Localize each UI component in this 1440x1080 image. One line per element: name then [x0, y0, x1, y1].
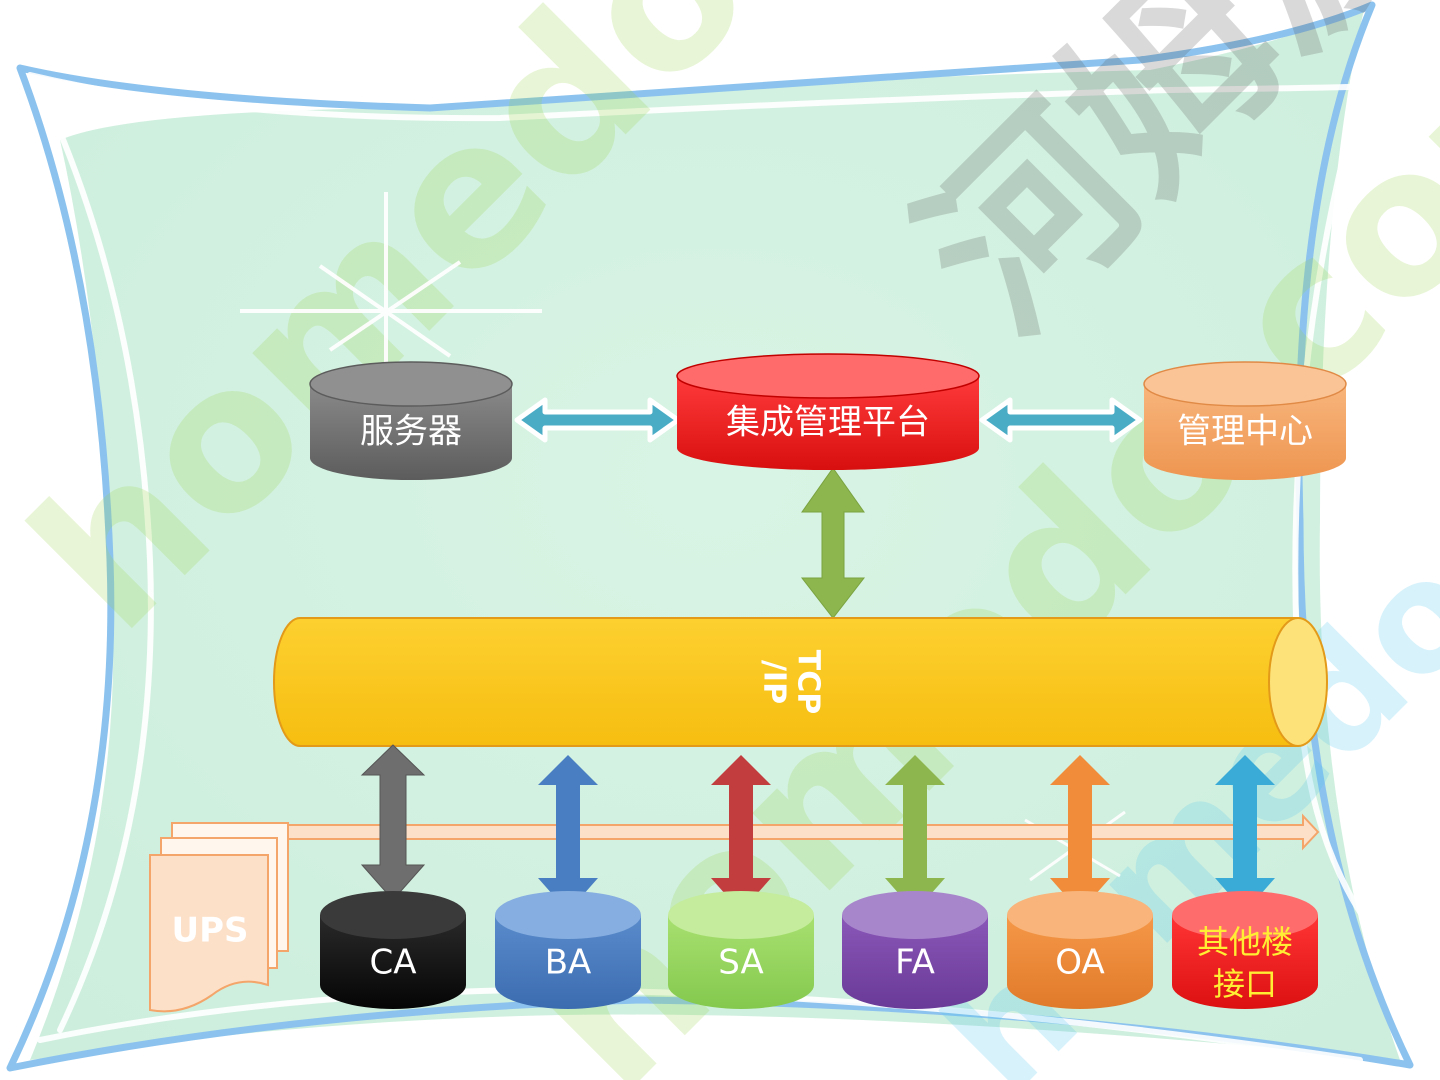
link-ba-bus [538, 755, 598, 912]
ups-document-stack: UPS [149, 822, 289, 1013]
frame-outer-line [6, 1, 1414, 1072]
node-sa[interactable]: SA [668, 891, 814, 1009]
tcp-ip-bus: TCP /IP [273, 617, 1328, 747]
node-ca-label: CA [370, 943, 417, 983]
link-sa-bus [711, 755, 771, 912]
node-ba[interactable]: BA [495, 891, 641, 1009]
node-other-label-line2: 接口 [1213, 965, 1277, 1003]
bus-label-line2: /IP [757, 660, 792, 704]
node-other[interactable]: 其他楼 接口 [1172, 891, 1318, 1009]
node-other-label-line1: 其他楼 [1197, 923, 1293, 961]
node-server-label: 服务器 [360, 412, 462, 452]
link-platform-center [979, 397, 1143, 443]
link-other-bus [1215, 755, 1275, 912]
node-platform[interactable]: 集成管理平台 [676, 353, 980, 470]
node-sa-label: SA [718, 943, 763, 983]
link-oa-bus [1050, 755, 1110, 912]
node-fa[interactable]: FA [842, 891, 988, 1009]
ups-power-line [287, 813, 1320, 851]
ups-label: UPS [171, 911, 248, 951]
node-fa-label: FA [895, 943, 935, 983]
node-oa[interactable]: OA [1007, 891, 1153, 1009]
node-ca[interactable]: CA [320, 891, 466, 1009]
node-oa-label: OA [1055, 943, 1104, 983]
node-platform-label: 集成管理平台 [726, 403, 930, 443]
bus-label-line1: TCP [791, 650, 826, 714]
node-ba-label: BA [545, 943, 592, 983]
node-center[interactable]: 管理中心 [1143, 361, 1347, 480]
node-server[interactable]: 服务器 [309, 361, 513, 480]
frame-panel [30, 5, 1400, 1060]
link-fa-bus [885, 755, 945, 912]
node-center-label: 管理中心 [1177, 412, 1313, 452]
